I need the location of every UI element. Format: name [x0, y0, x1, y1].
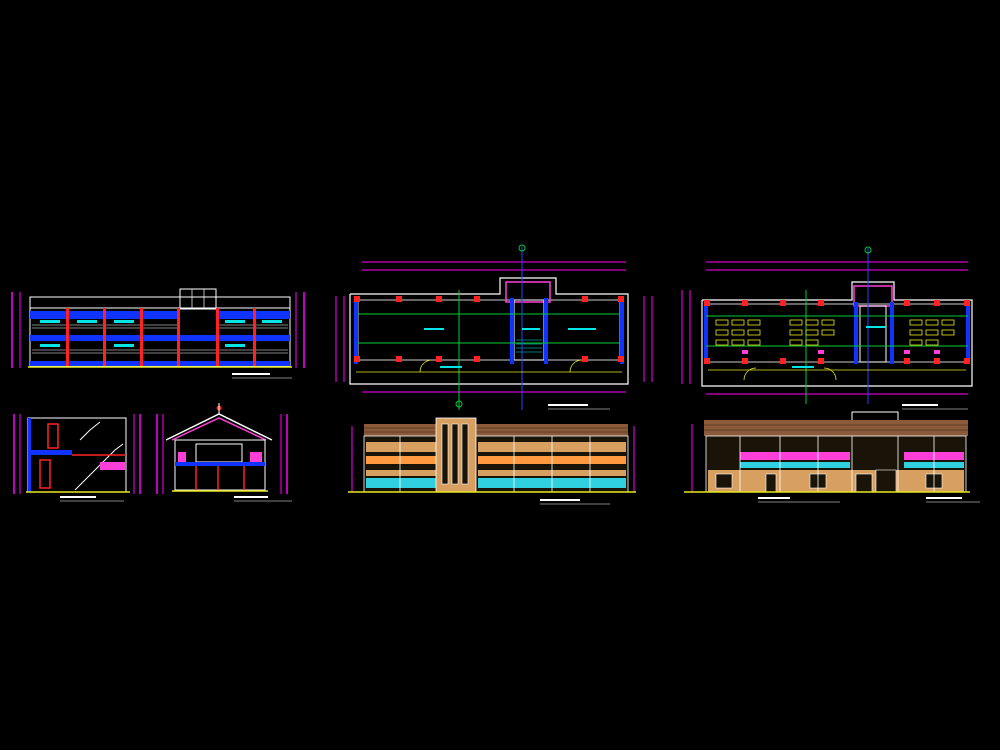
floor-plan-first [335, 244, 653, 410]
front-elevation [348, 417, 636, 505]
floor-plan-second [681, 246, 973, 410]
roof-section [156, 403, 292, 502]
longitudinal-section [11, 288, 305, 379]
stair-section [13, 414, 141, 502]
rear-elevation [684, 411, 980, 503]
